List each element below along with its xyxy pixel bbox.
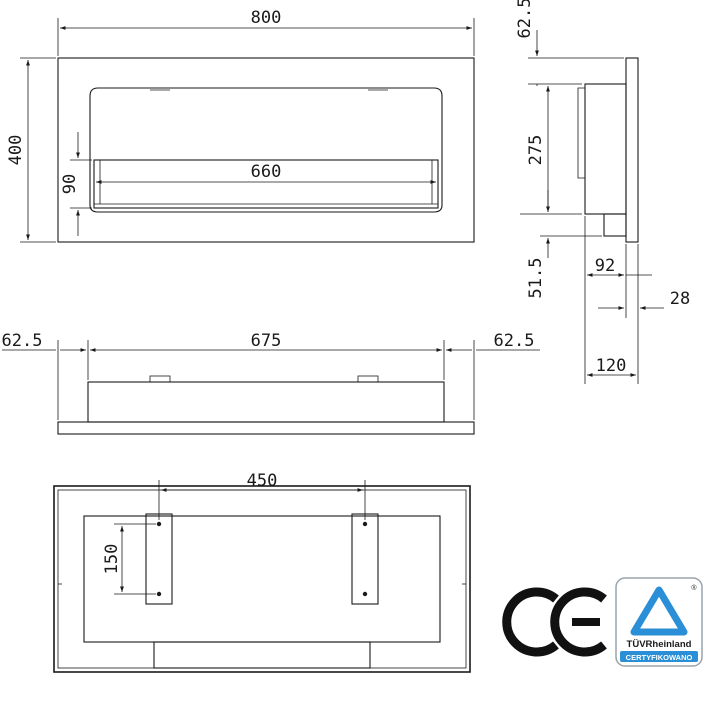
front-height-label: 400 (6, 135, 26, 166)
back-bracket-right (351, 513, 379, 605)
tuv-status-text: CERTYFIKOWANO (626, 653, 693, 662)
back-screw-hole (362, 521, 368, 527)
back-body (83, 515, 441, 643)
tuv-registered-mark: ® (691, 584, 697, 592)
back-screw-hole (362, 591, 368, 597)
front-view: 800 400 90 660 (6, 8, 475, 243)
ce-mark (502, 587, 607, 657)
top-left-label: 62.5 (2, 331, 43, 351)
tuv-triangle-inner (648, 607, 670, 626)
back-screw-hole (156, 591, 162, 597)
ce-mark-c (502, 587, 559, 657)
side-bottom-label: 51.5 (526, 258, 546, 299)
front-burner-width-label: 660 (251, 162, 282, 182)
top-view: 62.5 675 62.5 (2, 331, 540, 435)
back-bracket-spacing-label: 450 (247, 471, 278, 491)
side-depth-label: 92 (595, 256, 615, 276)
top-bracket-left (149, 375, 171, 383)
back-frame-outer (53, 485, 471, 673)
ce-mark-e-arc (550, 587, 607, 657)
tuv-brand-text: TÜVRheinland (627, 639, 692, 650)
side-frame (625, 57, 639, 243)
tuv-logo: ® TÜVRheinland CERTYFIKOWANO (615, 577, 703, 667)
front-width-label: 800 (251, 8, 282, 28)
side-body-height-label: 275 (526, 135, 546, 166)
front-burner-tray (93, 159, 439, 209)
back-bracket-height-label: 150 (102, 544, 122, 575)
top-bracket-right (357, 375, 379, 383)
top-frame-plate (57, 421, 475, 435)
side-body (584, 83, 627, 215)
back-bottom-tab (153, 641, 371, 669)
tuv-triangle-icon (630, 586, 688, 636)
side-bottom-tab (603, 213, 627, 237)
side-front-lip (577, 87, 585, 179)
back-screw-hole (156, 521, 162, 527)
back-bracket-left (145, 513, 173, 605)
side-top-label: 62.5 (515, 0, 535, 38)
tuv-status-band (620, 651, 698, 662)
top-body (87, 381, 445, 423)
back-frame-inner (57, 489, 467, 669)
back-view: 450 150 (53, 471, 471, 673)
front-firebox-opening (89, 87, 443, 213)
side-frame-label: 28 (670, 289, 690, 309)
front-opening-height-label: 90 (60, 174, 80, 194)
side-view: 62.5 275 51.5 92 28 120 (515, 0, 690, 384)
side-total-depth-label: 120 (596, 356, 627, 376)
top-middle-label: 675 (251, 331, 282, 351)
front-frame-outline (57, 57, 475, 243)
top-right-label: 62.5 (494, 331, 535, 351)
